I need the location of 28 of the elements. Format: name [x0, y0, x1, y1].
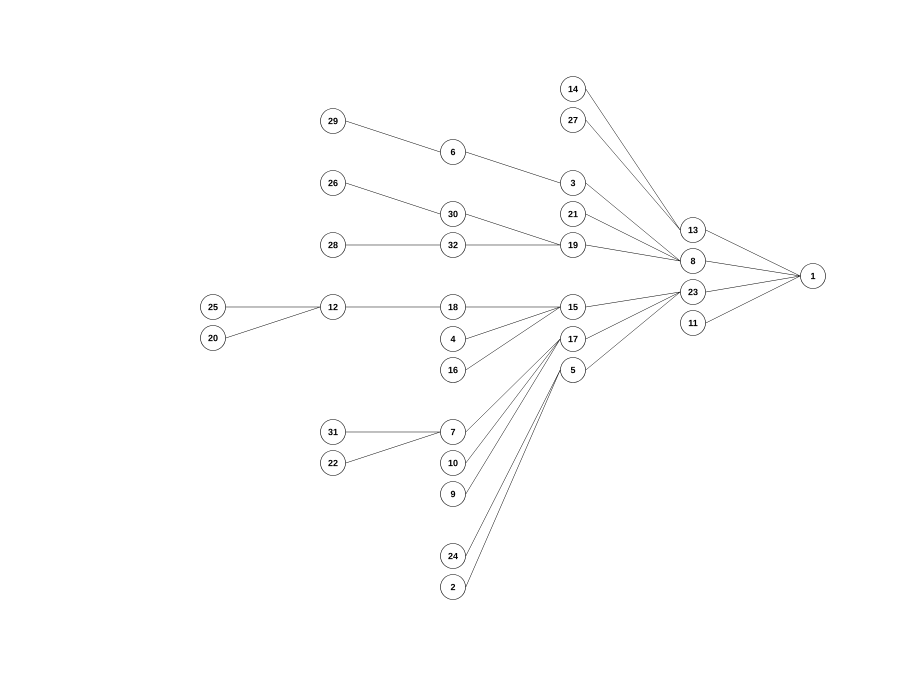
- connector-line: [466, 214, 560, 246]
- connector-line: [346, 306, 440, 308]
- connector-line: [706, 276, 800, 292]
- connector-line: [586, 214, 680, 262]
- connector-line: [466, 338, 560, 432]
- connector-line: [586, 244, 680, 262]
- connector-line: [466, 306, 560, 308]
- connector-line: [346, 182, 440, 214]
- connector-line: [586, 120, 680, 230]
- connector-line: [226, 306, 320, 308]
- connector-line: [346, 120, 440, 152]
- connector-line: [466, 306, 560, 340]
- connector-line: [586, 292, 680, 308]
- connector-line: [466, 338, 560, 464]
- connector-line: [466, 152, 560, 184]
- connector-line: [466, 306, 560, 370]
- connector-line: [706, 260, 800, 276]
- connector-line: [586, 292, 680, 340]
- connector-line: [586, 292, 680, 370]
- connector-line: [706, 230, 800, 276]
- connector-line: [466, 338, 560, 494]
- connector-line: [586, 182, 680, 262]
- connector-line: [346, 432, 440, 464]
- connector-line: [706, 276, 800, 324]
- connector-line: [226, 306, 320, 338]
- connector-line: [586, 88, 680, 230]
- connector-line: [346, 244, 440, 246]
- connector-line: [466, 244, 560, 246]
